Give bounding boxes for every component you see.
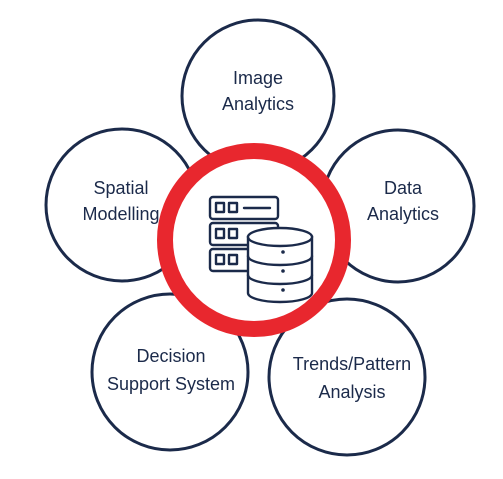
petal-data-analytics-line1: Data [384, 178, 423, 198]
petal-image-analytics: Image Analytics [180, 18, 336, 174]
petal-image-analytics-line1: Image [233, 68, 283, 88]
petal-trends-pattern-circle [267, 297, 427, 457]
petal-trends-pattern-analysis: Trends/Pattern Analysis [267, 297, 427, 457]
petal-trends-pattern-line2: Analysis [318, 382, 385, 402]
petal-spatial-modelling-line1: Spatial [93, 178, 148, 198]
petal-data-analytics: Data Analytics [320, 128, 476, 284]
petal-decision-support-system: Decision Support System [90, 292, 250, 452]
petal-trends-pattern-line1: Trends/Pattern [293, 354, 411, 374]
petal-decision-support-line1: Decision [136, 346, 205, 366]
hub [157, 143, 351, 337]
petal-decision-support-line2: Support System [107, 374, 235, 394]
petal-image-analytics-line2: Analytics [222, 94, 294, 114]
petal-data-analytics-line2: Analytics [367, 204, 439, 224]
server-database-icon [208, 195, 314, 304]
petal-spatial-modelling-line2: Modelling [82, 204, 159, 224]
petal-decision-support-circle [90, 292, 250, 452]
